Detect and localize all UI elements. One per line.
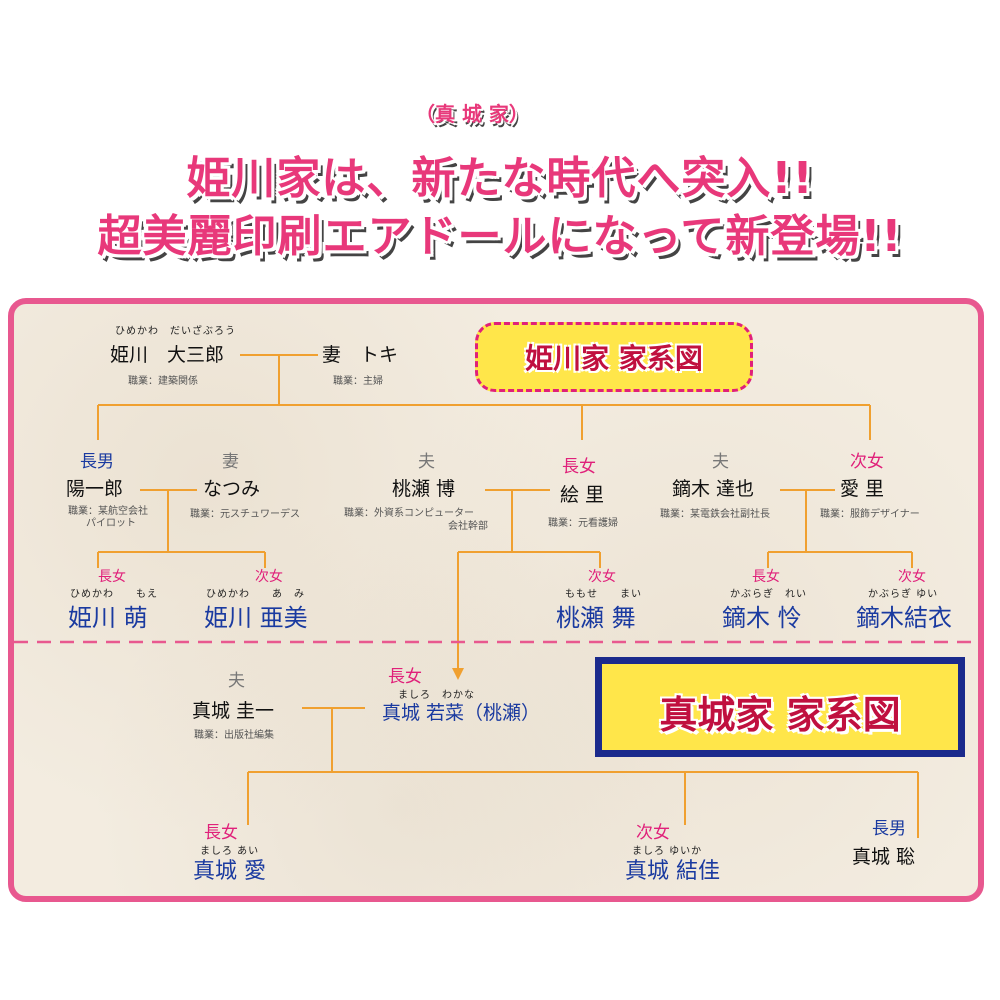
role-satoshi: 長男 xyxy=(872,819,906,839)
name-keiichi: 真城 圭一 xyxy=(192,700,275,722)
role-yuika: 次女 xyxy=(636,823,670,843)
himekawa-title: 姫川家 家系図 xyxy=(525,342,703,375)
role-ami: 次女 xyxy=(255,569,283,585)
name-natsumi: なつみ xyxy=(203,478,261,500)
name-satoshi: 真城 聡 xyxy=(852,846,916,868)
name-hiroshi: 桃瀬 博 xyxy=(392,478,456,500)
name-airi: 愛 里 xyxy=(840,478,885,500)
job-eri: 職業：元看護婦 xyxy=(548,518,618,529)
role-hiroshi: 夫 xyxy=(418,452,435,472)
mashiro-title: 真城家 家系図 xyxy=(659,693,901,737)
job-airi: 職業：服飾デザイナー xyxy=(820,509,920,520)
job-natsumi: 職業：元スチュワーデス xyxy=(190,509,300,520)
job-toki: 職業：主婦 xyxy=(333,376,383,387)
name-mai: 桃瀬 舞 xyxy=(556,604,636,632)
arrow-head xyxy=(452,668,464,680)
name-toki: 妻 トキ xyxy=(322,344,399,366)
himekawa-title-badge: 姫川家 家系図 xyxy=(475,322,753,392)
role-ai: 長女 xyxy=(204,823,238,843)
ruby-wakana: ましろ わかな xyxy=(398,690,475,701)
ruby-ami: ひめかわ あ み xyxy=(206,589,305,600)
role-tatsuya: 夫 xyxy=(712,452,729,472)
job-tatsuya: 職業：某電鉄会社副社長 xyxy=(660,509,770,520)
ruby-moe: ひめかわ もえ xyxy=(70,589,158,600)
headline-line-2: 超美麗印刷エアドールになって新登場!! xyxy=(97,211,903,262)
ruby-daizaburo: ひめかわ だいざぶろう xyxy=(115,326,236,337)
paper-texture xyxy=(14,304,978,896)
name-wakana: 真城 若菜（桃瀬） xyxy=(382,702,541,724)
role-moe: 長女 xyxy=(98,569,126,585)
job-keiichi: 職業：出版社編集 xyxy=(194,730,274,741)
mashiro-title-badge: 真城家 家系図 xyxy=(595,657,965,757)
role-mai: 次女 xyxy=(588,569,616,585)
headline-line-1: 姫川家は、新たな時代へ突入!! xyxy=(186,153,814,204)
role-airi: 次女 xyxy=(850,452,884,472)
name-yui: 鏑木結衣 xyxy=(856,604,952,632)
job-yoichiro-1: 職業：某航空会社 xyxy=(68,506,148,517)
name-ai: 真城 愛 xyxy=(193,859,266,884)
role-wakana: 長女 xyxy=(388,667,422,687)
name-tatsuya: 鏑木 達也 xyxy=(672,478,755,500)
name-yoichiro: 陽一郎 xyxy=(66,478,124,500)
role-eri: 長女 xyxy=(562,457,596,477)
job-yoichiro-2: パイロット xyxy=(86,518,136,529)
role-natsumi: 妻 xyxy=(222,452,239,472)
name-ami: 姫川 亜美 xyxy=(204,604,308,632)
header-ruby: （真 城 家） xyxy=(415,102,529,126)
job-hiroshi-1: 職業：外資系コンピューター xyxy=(344,508,474,519)
ruby-ai: ましろ あい xyxy=(200,846,260,857)
role-keiichi: 夫 xyxy=(228,671,245,691)
name-rei: 鏑木 怜 xyxy=(722,604,802,632)
name-moe: 姫川 萌 xyxy=(68,604,148,632)
job-daizaburo: 職業：建築関係 xyxy=(128,376,198,387)
ruby-mai: ももせ まい xyxy=(565,589,642,600)
ruby-yuika: ましろ ゆいか xyxy=(632,846,703,857)
ruby-rei: かぶらぎ れい xyxy=(730,589,807,600)
role-rei: 長女 xyxy=(752,569,780,585)
name-eri: 絵 里 xyxy=(560,484,605,506)
role-yui: 次女 xyxy=(898,569,926,585)
family-tree-board xyxy=(8,298,984,902)
job-hiroshi-2: 会社幹部 xyxy=(448,521,488,532)
ruby-yui: かぶらぎ ゆい xyxy=(868,589,939,600)
name-yuika: 真城 結佳 xyxy=(625,859,720,884)
role-yoichiro: 長男 xyxy=(80,452,114,472)
name-daizaburo: 姫川 大三郎 xyxy=(110,344,225,366)
